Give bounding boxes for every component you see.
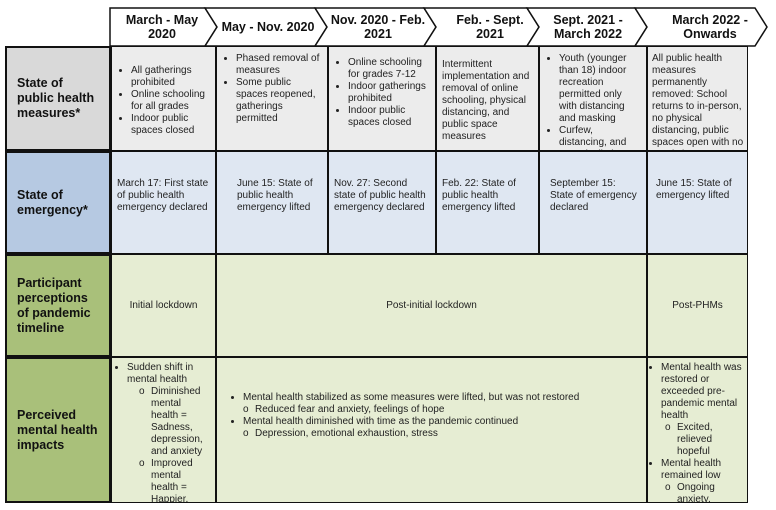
public-health-cell-5: Youth (younger than 18) indoor recreatio… [539, 46, 647, 151]
emergency-cell-4: Feb. 22: State of public health emergenc… [436, 151, 539, 254]
timeline-label-3: Nov. 2020 - Feb. 2021 [330, 13, 426, 41]
emergency-cell-1: March 17: First state of public health e… [111, 151, 216, 254]
row-label-public-health: State of public health measures* [5, 46, 111, 151]
timeline-arrow-6 [633, 7, 768, 47]
emergency-cell-2: June 15: State of public health emergenc… [216, 151, 328, 254]
impacts-cell-post-phms: Mental health was restored or exceeded p… [647, 357, 748, 503]
sub-bullet: Reduced fear and anxiety, feelings of ho… [243, 404, 641, 416]
bullet: Phased removal of measures [236, 53, 322, 77]
bullet: Mental health diminished with time as th… [243, 416, 641, 440]
bullet: Mental health was restored or exceeded p… [661, 362, 745, 458]
bullet: Mental health stabilized as some measure… [243, 392, 641, 416]
public-health-cell-2: Phased removal of measures Some public s… [216, 46, 328, 151]
bullet: Indoor public spaces closed [131, 113, 210, 137]
bullet: Mental health remained low Ongoing anxie… [661, 458, 745, 502]
emergency-cell-6: June 15: State of emergency lifted [647, 151, 748, 254]
timeline-label-6: March 2022 - Onwards [672, 13, 748, 41]
public-health-cell-1: All gatherings prohibited Online schooli… [111, 46, 216, 151]
timeline-label-1: March - May 2020 [125, 13, 199, 41]
emergency-cell-5: September 15: State of emergency declare… [539, 151, 647, 254]
row-label-emergency: State of emergency* [5, 151, 111, 254]
bullet: Some public spaces reopened, gatherings … [236, 77, 322, 125]
sub-bullet: Diminished mental health = Sadness, depr… [139, 386, 210, 458]
bullet: All gatherings prohibited [131, 65, 210, 89]
public-health-cell-6: All public health measures permanently r… [647, 46, 748, 151]
emergency-cell-3: Nov. 27: Second state of public health e… [328, 151, 436, 254]
impacts-cell-post-initial: Mental health stabilized as some measure… [216, 357, 647, 503]
bullet: Sudden shift in mental health Diminished… [127, 362, 210, 502]
sub-bullet: Depression, emotional exhaustion, stress [243, 428, 641, 440]
public-health-cell-3: Online schooling for grades 7-12 Indoor … [328, 46, 436, 151]
timeline-label-2: May - Nov. 2020 [221, 20, 315, 34]
impacts-cell-initial: Sudden shift in mental health Diminished… [111, 357, 216, 503]
public-health-cell-4: Intermittent implementation and removal … [436, 46, 539, 151]
bullet: Indoor public spaces closed [348, 105, 430, 129]
sub-bullet: Excited, relieved hopeful [665, 422, 745, 458]
perception-post-initial-lockdown: Post-initial lockdown [216, 254, 647, 357]
timeline-label-4: Feb. - Sept. 2021 [456, 13, 524, 41]
timeline-label-5: Sept. 2021 - March 2022 [553, 13, 623, 41]
bullet: Indoor gatherings prohibited [348, 81, 430, 105]
bullet: Online schooling for all grades [131, 89, 210, 113]
perception-initial-lockdown: Initial lockdown [111, 254, 216, 357]
sub-bullet: Improved mental health = Happier, more r… [139, 458, 210, 502]
timeline-arrows [109, 7, 768, 47]
bullet: Youth (younger than 18) indoor recreatio… [559, 53, 641, 125]
bullet: Online schooling for grades 7-12 [348, 57, 430, 81]
sub-bullet: Ongoing anxiety, uncertainty, loneliness [665, 482, 745, 502]
bullet: Curfew, distancing, and capacity limits … [559, 125, 641, 150]
row-label-perceptions: Participant perceptions of pandemic time… [5, 254, 111, 357]
row-label-impacts: Perceived mental health impacts [5, 357, 111, 503]
perception-post-phms: Post-PHMs [647, 254, 748, 357]
